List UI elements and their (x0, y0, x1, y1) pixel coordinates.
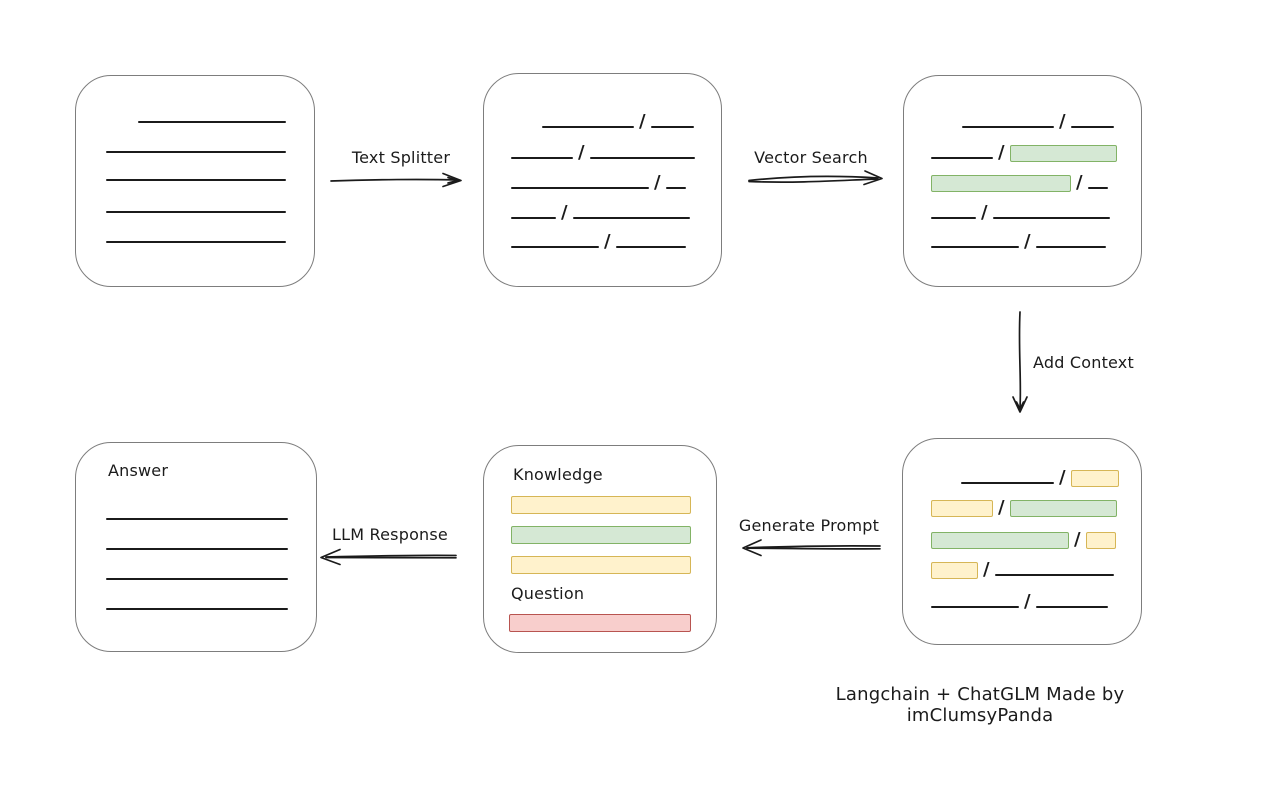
text-line (1035, 606, 1108, 608)
node-context-chunks: / / / / / (902, 438, 1142, 645)
chunk-row: / (511, 199, 690, 223)
text-line (106, 578, 288, 580)
text-line (511, 246, 599, 248)
text-line (961, 482, 1054, 484)
text-line (106, 548, 288, 550)
slash-separator: / (654, 172, 661, 193)
answer-title: Answer (108, 461, 169, 480)
text-line (994, 574, 1114, 576)
knowledge-bar-yellow (511, 496, 691, 514)
matched-chunk-green (931, 532, 1069, 549)
context-chunk-yellow (931, 500, 993, 517)
text-line (931, 157, 993, 159)
matched-chunk-green (931, 175, 1071, 192)
slash-separator: / (561, 202, 568, 223)
text-line (1087, 187, 1108, 189)
text-line (511, 157, 573, 159)
node-prompt: Knowledge Question (483, 445, 717, 653)
arrow-add-context (1012, 311, 1028, 413)
label-add-context: Add Context (1033, 353, 1134, 372)
text-line (650, 126, 694, 128)
chunk-row: / (511, 139, 695, 163)
node-matched-chunks: / / / / / (903, 75, 1142, 287)
text-line (1070, 126, 1114, 128)
chunk-row: / (931, 139, 1117, 163)
slash-separator: / (998, 142, 1005, 163)
arrow-generate-prompt (742, 539, 881, 557)
chunk-row: / (931, 108, 1114, 132)
text-line (665, 187, 686, 189)
question-section-title: Question (511, 584, 585, 603)
matched-chunk-green (1009, 145, 1117, 162)
text-line (106, 211, 286, 213)
slash-separator: / (998, 497, 1005, 518)
text-line (106, 518, 288, 520)
chunk-row: / (931, 199, 1110, 223)
node-answer: Answer (75, 442, 317, 652)
question-bar-red (509, 614, 691, 632)
chunk-row: / (931, 228, 1106, 252)
slash-separator: / (639, 111, 646, 132)
text-line (511, 217, 556, 219)
text-line (572, 217, 690, 219)
slash-separator: / (1059, 467, 1066, 488)
chunk-row: / (931, 169, 1108, 193)
text-line (106, 241, 286, 243)
label-text-splitter: Text Splitter (351, 148, 451, 167)
slash-separator: / (1059, 111, 1066, 132)
text-line (992, 217, 1110, 219)
text-line (589, 157, 695, 159)
matched-chunk-green (1009, 500, 1117, 517)
knowledge-bar-yellow (511, 556, 691, 574)
node-source-document (75, 75, 315, 287)
text-line (106, 179, 286, 181)
slash-separator: / (1024, 231, 1031, 252)
text-line (511, 187, 649, 189)
arrow-llm-response (320, 548, 457, 566)
label-llm-response: LLM Response (332, 525, 448, 544)
chunk-row: / (931, 556, 1114, 580)
chunk-row: / (511, 169, 686, 193)
knowledge-bar-green (511, 526, 691, 544)
context-chunk-yellow (1085, 532, 1116, 549)
label-generate-prompt: Generate Prompt (738, 516, 880, 535)
text-line (962, 126, 1054, 128)
chunk-row: / (511, 108, 694, 132)
text-line (1035, 246, 1106, 248)
text-line (106, 608, 288, 610)
slash-separator: / (1076, 172, 1083, 193)
chunk-row: / (931, 464, 1119, 488)
chunk-row: / (511, 228, 686, 252)
text-line (106, 151, 286, 153)
slash-separator: / (983, 559, 990, 580)
text-line (931, 606, 1019, 608)
text-line (542, 126, 634, 128)
label-vector-search: Vector Search (754, 148, 868, 167)
slash-separator: / (578, 142, 585, 163)
slash-separator: / (604, 231, 611, 252)
diagram-caption: Langchain + ChatGLM Made by imClumsyPand… (835, 684, 1125, 726)
arrow-text-splitter (330, 172, 462, 188)
text-line (931, 246, 1019, 248)
slash-separator: / (981, 202, 988, 223)
chunk-row: / (931, 588, 1108, 612)
chunk-row: / (931, 494, 1117, 518)
arrow-vector-search (748, 170, 883, 186)
text-line (931, 217, 976, 219)
text-line (138, 121, 286, 123)
slash-separator: / (1074, 529, 1081, 550)
context-chunk-yellow (1070, 470, 1119, 487)
slash-separator: / (1024, 591, 1031, 612)
text-line (615, 246, 686, 248)
knowledge-section-title: Knowledge (513, 465, 603, 484)
node-text-chunks: / / / / / (483, 73, 722, 287)
chunk-row: / (931, 526, 1116, 550)
context-chunk-yellow (931, 562, 978, 579)
